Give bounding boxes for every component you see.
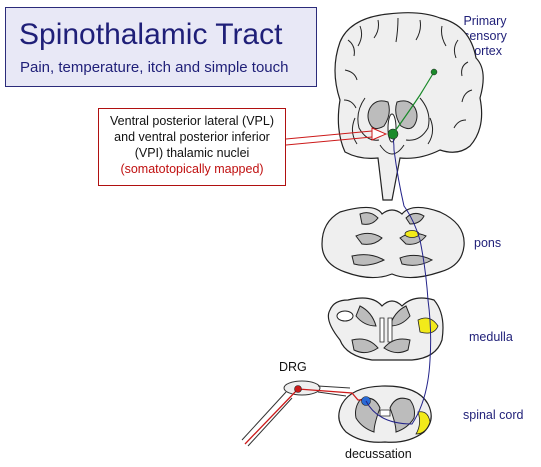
pons-label: pons	[474, 236, 502, 250]
cortex-label: Primary sensory cortex	[455, 14, 515, 59]
drg-neuron-soma	[294, 385, 302, 393]
decussation-label: decussation	[345, 447, 412, 461]
drg-label: DRG	[279, 360, 307, 374]
pons-tract-nucleus	[404, 230, 420, 238]
medulla-label: medulla	[469, 330, 513, 344]
medulla-section	[327, 297, 444, 361]
thalamic-nuclei-callout: Ventral posterior lateral (VPL) and vent…	[98, 108, 286, 186]
title-box: Spinothalamic Tract Pain, temperature, i…	[5, 7, 317, 87]
third-order-fiber	[387, 68, 438, 140]
diagram-subtitle: Pain, temperature, itch and simple touch	[20, 59, 289, 76]
cortex-label-line-1: Primary	[463, 14, 507, 28]
spinal-cord-section	[338, 385, 432, 443]
cortex-neuron	[430, 68, 438, 76]
diagram-title: Spinothalamic Tract	[19, 18, 283, 51]
cortex-label-line-2: sensory	[463, 29, 507, 43]
nuclei-line-1: Ventral posterior lateral (VPL)	[110, 114, 274, 128]
nuclei-line-3: (VPI) thalamic nuclei	[134, 146, 250, 160]
pons-section	[321, 206, 465, 279]
spinal-tract-nucleus	[415, 411, 431, 435]
drg-ganglion	[241, 380, 351, 447]
nuclei-line-2: and ventral posterior inferior	[114, 130, 270, 144]
brain-coronal-section	[334, 12, 484, 201]
nuclei-note: (somatotopically mapped)	[120, 162, 264, 176]
spinal-cord-label: spinal cord	[463, 408, 524, 422]
second-order-tract	[361, 133, 432, 425]
callout-pointer	[285, 127, 388, 146]
cortex-label-line-3: cortex	[467, 44, 503, 58]
medulla-tract-nucleus	[417, 317, 439, 334]
